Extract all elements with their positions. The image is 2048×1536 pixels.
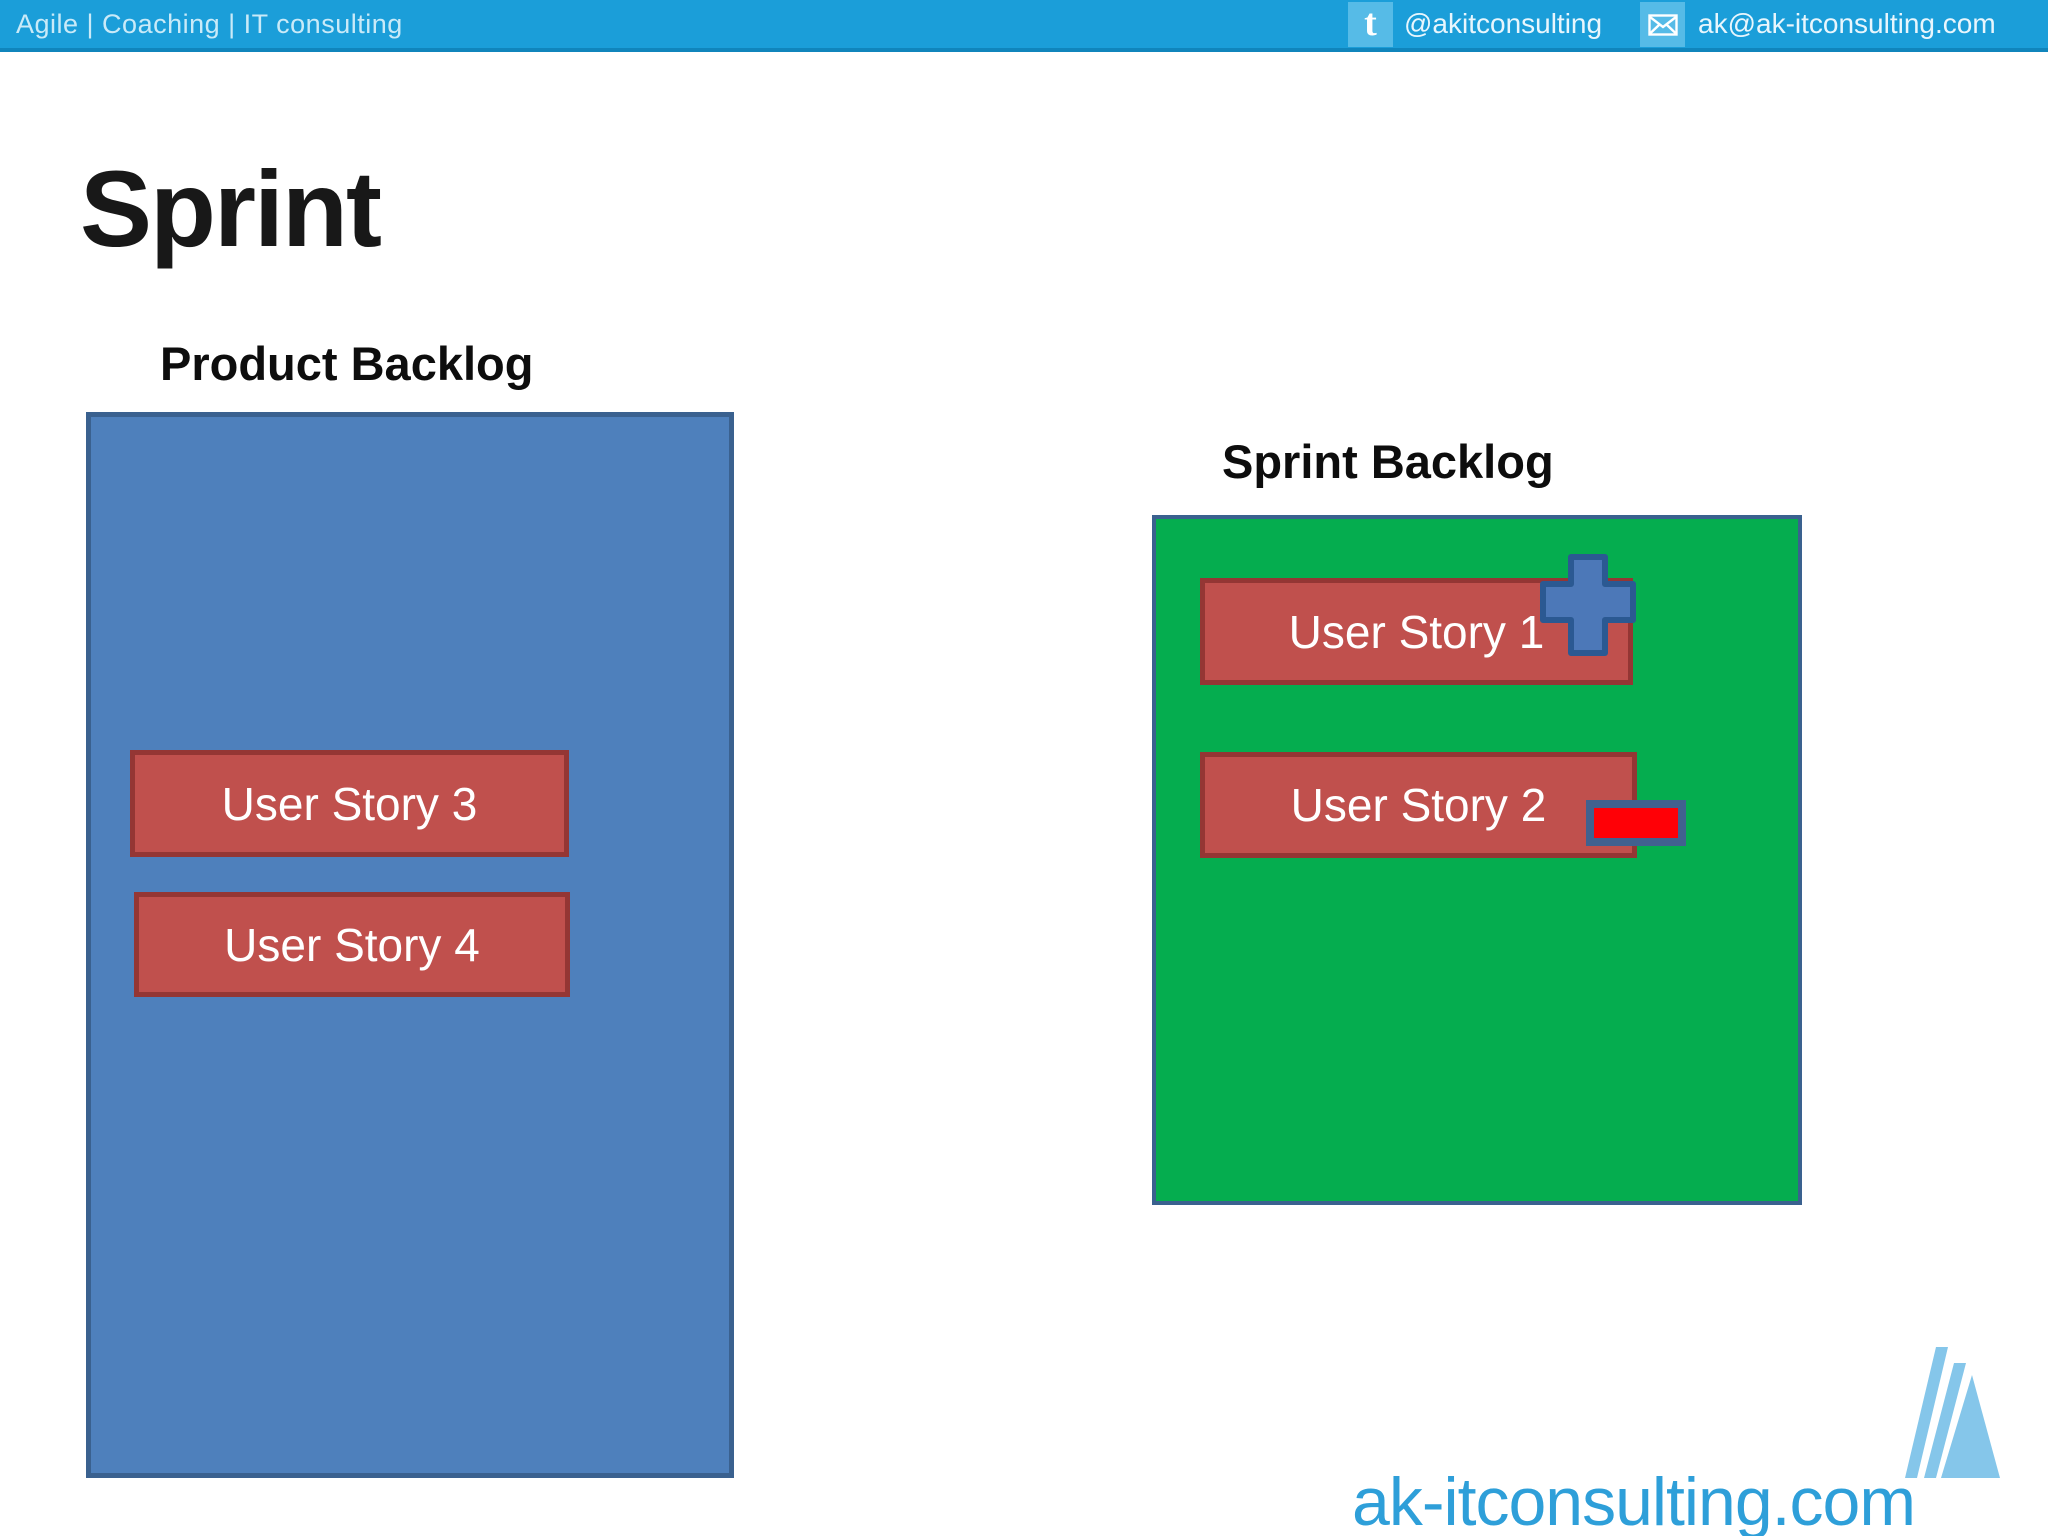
user-story-card: User Story 4 [134,892,570,997]
user-story-label: User Story 1 [1288,605,1545,658]
minus-icon [1586,800,1686,846]
user-story-label: User Story 3 [221,777,478,830]
mail-icon[interactable] [1640,2,1685,47]
logo-triangle-icon [1905,1347,2000,1478]
plus-icon [1540,554,1636,656]
footer-website-link[interactable]: ak-itconsulting.com [1352,1464,1916,1536]
sprint-backlog-label: Sprint Backlog [1222,435,1554,488]
envelope-glyph [1647,13,1678,36]
email-link[interactable]: ak@ak-itconsulting.com [1698,8,1996,39]
product-backlog-label: Product Backlog [160,337,534,390]
user-story-card: User Story 3 [130,750,569,857]
brand-tagline: Agile | Coaching | IT consulting [16,9,403,39]
twitter-icon[interactable]: t [1348,2,1393,47]
top-bar: Agile | Coaching | IT consulting t @akit… [0,0,2048,52]
user-story-card: User Story 2 [1200,752,1637,858]
page-title: Sprint [80,148,382,270]
user-story-label: User Story 2 [1290,779,1547,831]
twitter-glyph: t [1364,1,1377,44]
user-story-label: User Story 4 [224,918,480,971]
twitter-handle-link[interactable]: @akitconsulting [1404,8,1603,39]
